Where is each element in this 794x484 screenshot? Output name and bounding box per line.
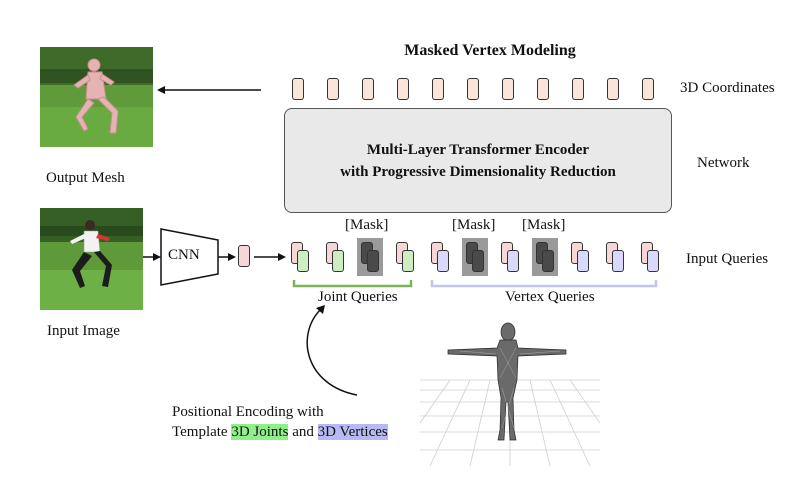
mask-label: [Mask] — [522, 217, 566, 233]
cnn-to-feature-arrow — [218, 253, 236, 261]
vertex-queries-label: Vertex Queries — [505, 289, 595, 305]
cnn-block — [160, 228, 219, 286]
network-label: Network — [697, 155, 750, 171]
joint-query-token — [297, 250, 309, 272]
input-image-label: Input Image — [47, 323, 120, 339]
positional-encoding-arrow — [306, 305, 358, 396]
vertex-query-token — [507, 250, 519, 272]
image-to-cnn-arrow — [143, 253, 161, 261]
positional-encoding-line1: Positional Encoding with — [172, 404, 324, 420]
positional-encoding-line2: Template 3D Joints and 3D Vertices — [172, 422, 388, 442]
image-feature-token — [238, 245, 250, 267]
and-text: and — [288, 424, 318, 440]
joint-query-token — [332, 250, 344, 272]
encoder-title-line1: Multi-Layer Transformer Encoder — [366, 141, 590, 158]
output-token — [292, 78, 304, 100]
transformer-encoder-box: Multi-Layer Transformer Encoder with Pro… — [284, 108, 672, 213]
output-token — [502, 78, 514, 100]
mask-label: [Mask] — [345, 217, 389, 233]
output-token — [537, 78, 549, 100]
output-token — [432, 78, 444, 100]
output-mesh-image — [40, 47, 153, 147]
template-mesh-figure — [420, 322, 600, 466]
masked-vertex-token — [542, 250, 554, 272]
joint-queries-label: Joint Queries — [318, 289, 398, 305]
diagram-title: Masked Vertex Modeling — [404, 42, 576, 59]
output-token — [607, 78, 619, 100]
output-token — [572, 78, 584, 100]
input-image — [40, 208, 143, 310]
output-token — [397, 78, 409, 100]
vertices-highlight: 3D Vertices — [317, 424, 388, 440]
cnn-label: CNN — [168, 247, 200, 263]
input-queries-label: Input Queries — [686, 251, 769, 267]
joint-query-token — [402, 250, 414, 272]
output-token — [362, 78, 374, 100]
output-token — [642, 78, 654, 100]
masked-joint-token — [367, 250, 379, 272]
output-arrow — [157, 86, 261, 94]
encoder-title-line2: with Progressive Dimensionality Reductio… — [340, 163, 616, 180]
coords-label: 3D Coordinates — [680, 80, 775, 96]
vertex-query-token — [647, 250, 659, 272]
output-token — [467, 78, 479, 100]
template-prefix: Template — [172, 424, 232, 440]
vertex-query-token — [437, 250, 449, 272]
mask-label: [Mask] — [452, 217, 496, 233]
vertex-query-token — [612, 250, 624, 272]
output-token — [327, 78, 339, 100]
feature-to-queries-arrow — [254, 253, 286, 261]
vertex-query-token — [577, 250, 589, 272]
query-brackets — [292, 280, 658, 288]
joints-highlight: 3D Joints — [231, 424, 289, 440]
output-mesh-label: Output Mesh — [46, 170, 125, 186]
masked-vertex-token — [472, 250, 484, 272]
